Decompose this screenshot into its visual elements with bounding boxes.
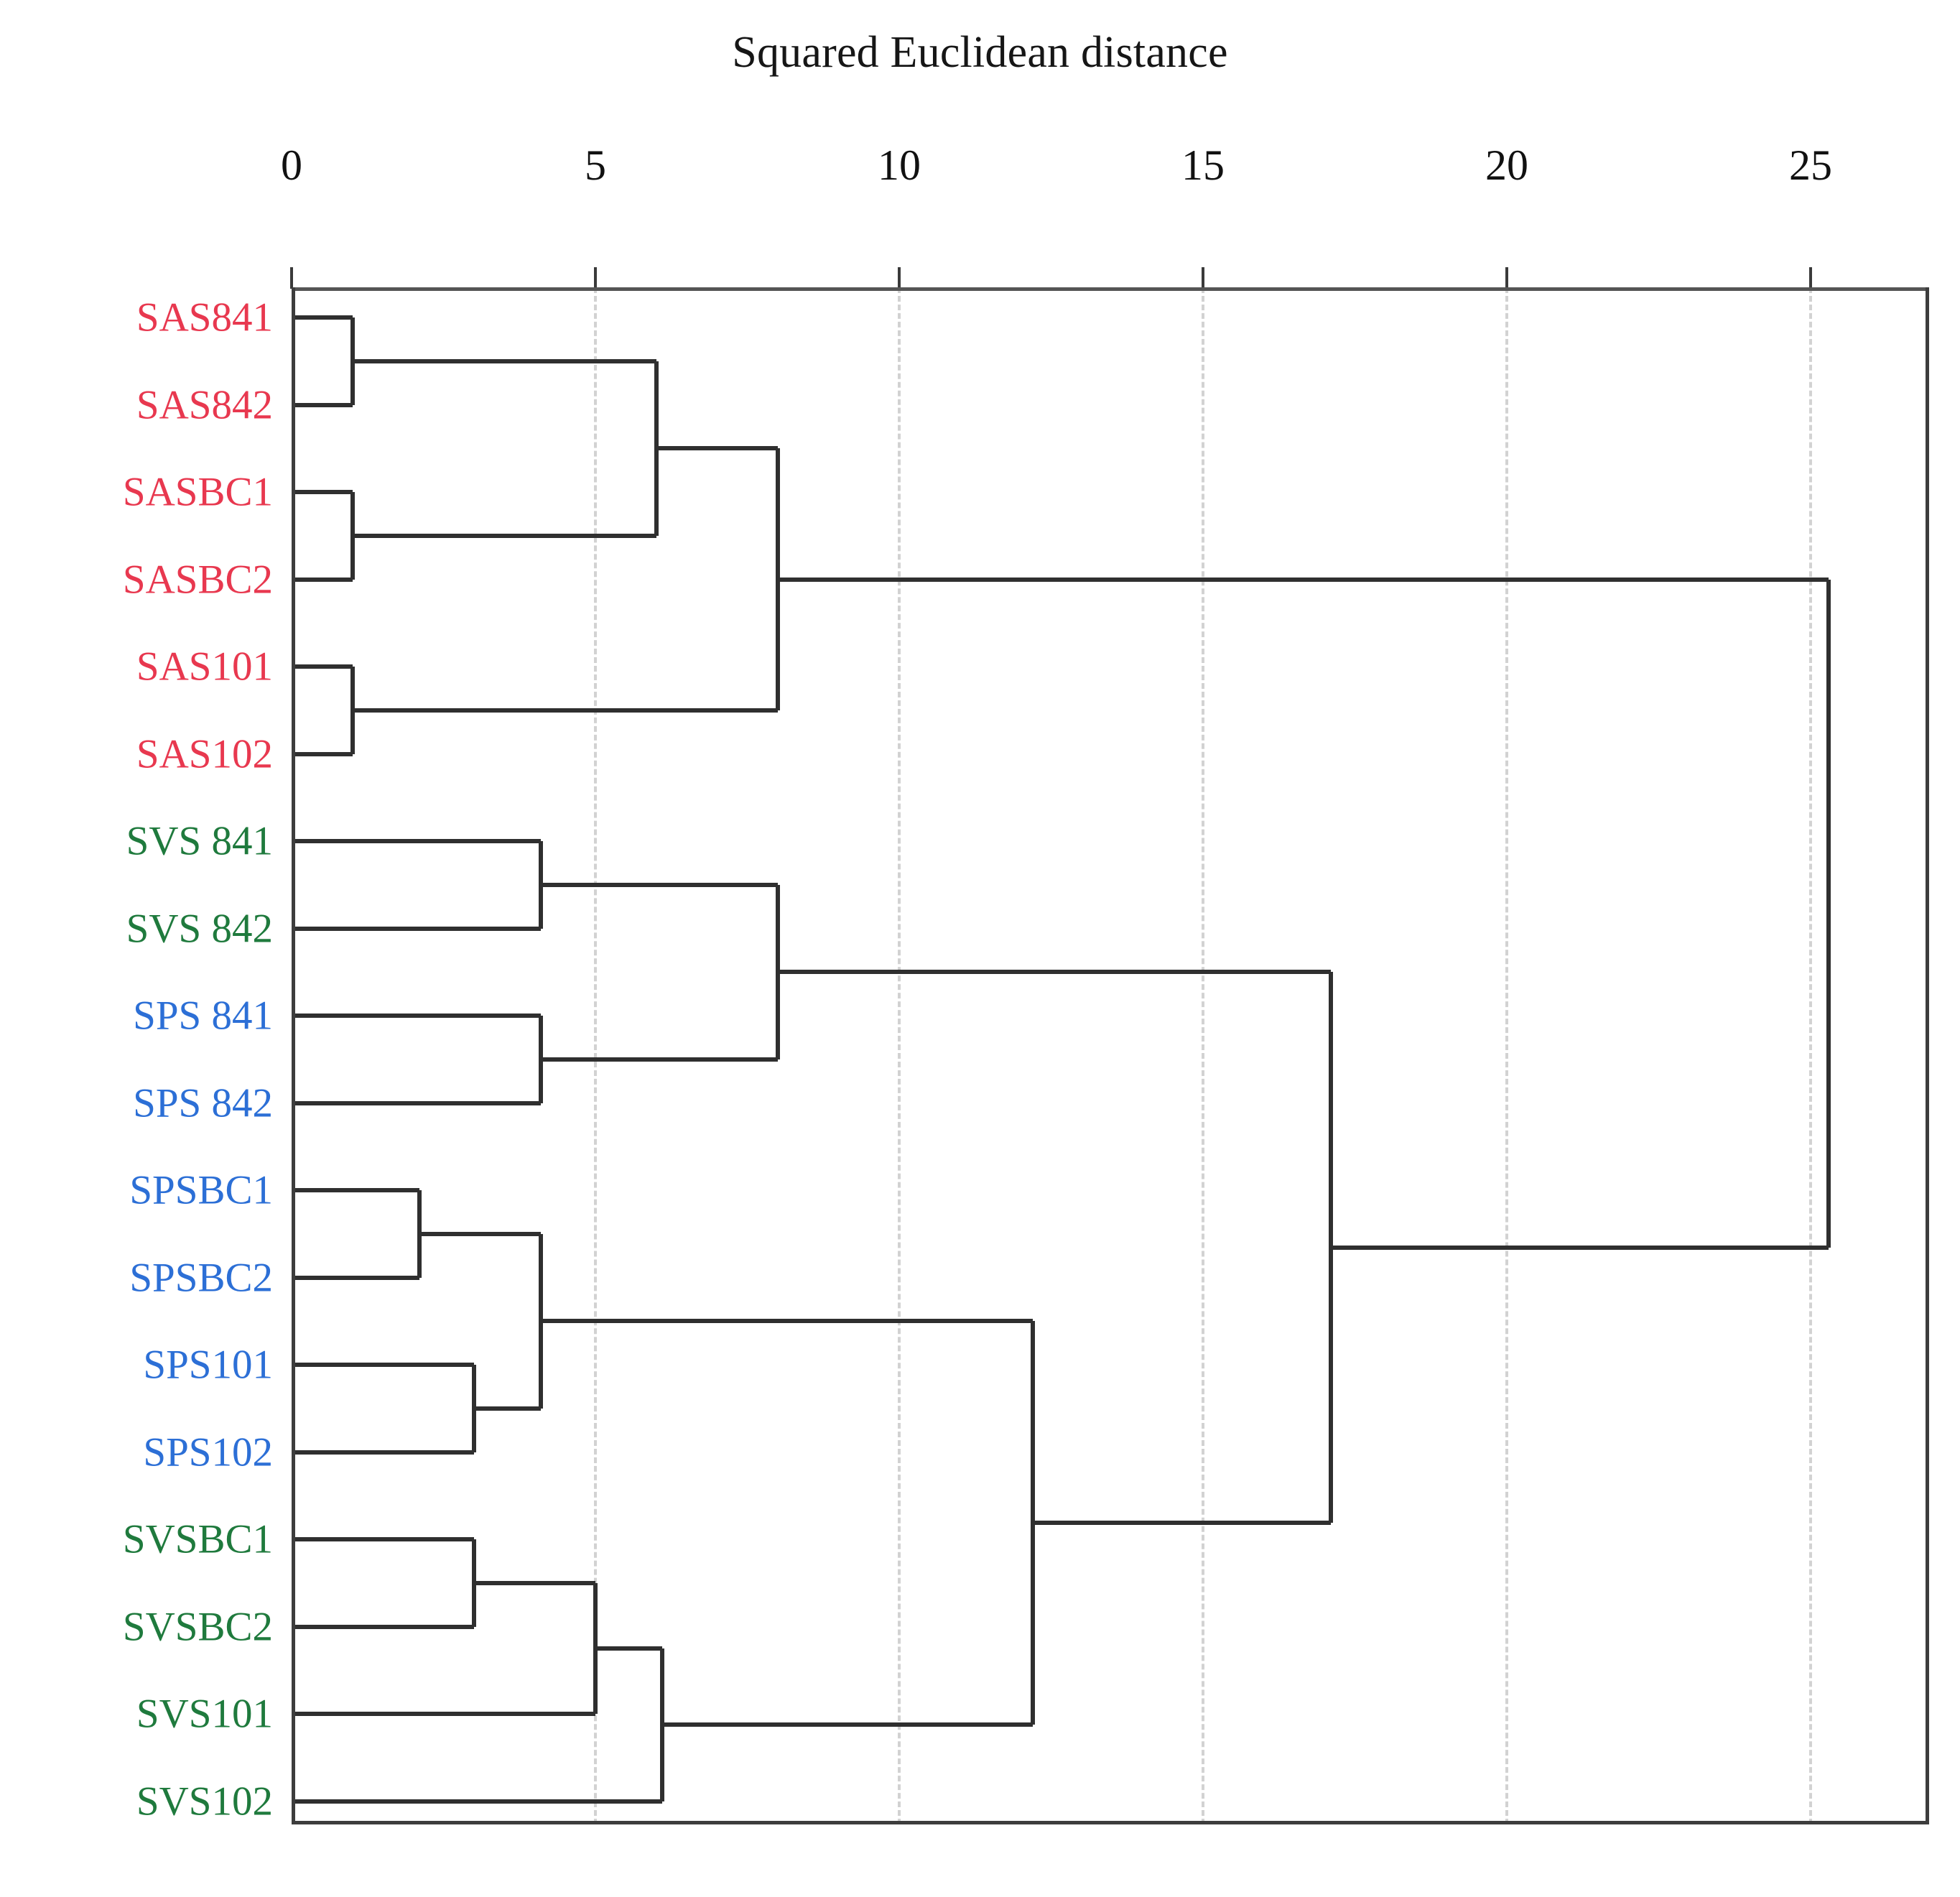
leaf-label-svsbc2: SVSBC2 (122, 1604, 273, 1649)
x-tick-label-25: 25 (1789, 142, 1832, 189)
leaf-label-sasbc2: SASBC2 (122, 557, 273, 602)
x-tick-label-15: 15 (1181, 142, 1225, 189)
link-arm-m10-a (292, 1363, 474, 1367)
leaf-label-spsbc1: SPSBC1 (129, 1167, 273, 1213)
leaf-label-svs102: SVS102 (136, 1778, 273, 1824)
link-arm-m8-b (540, 1057, 778, 1062)
link-arm-m13-b (292, 1712, 595, 1716)
chart-title: Squared Euclidean distance (732, 28, 1228, 77)
link-arm-m11-a (419, 1231, 541, 1236)
x-tick-mark-20 (1505, 267, 1508, 289)
link-arm-m4-b (352, 533, 656, 538)
leaf-label-svs-841: SVS 841 (126, 818, 273, 864)
x-tick-label-20: 20 (1485, 142, 1528, 189)
link-arm-m14-a (595, 1646, 663, 1651)
x-tick-label-10: 10 (878, 142, 921, 189)
leaf-label-sas101: SAS101 (136, 644, 273, 690)
leaf-label-svsbc1: SVSBC1 (122, 1516, 273, 1562)
link-arm-m12-b (292, 1624, 474, 1629)
link-arm-m16-b (1033, 1521, 1331, 1526)
link-arm-m17-b (1330, 1245, 1829, 1250)
x-tick-mark-5 (594, 267, 597, 289)
leaf-label-spsbc2: SPSBC2 (129, 1255, 273, 1300)
link-connector-m17 (1826, 579, 1831, 1248)
leaf-label-sas841: SAS841 (136, 294, 273, 340)
leaf-label-sasbc1: SASBC1 (122, 469, 273, 515)
link-arm-m17-a (777, 577, 1829, 582)
link-arm-m8-a (540, 882, 778, 887)
link-arm-m6-a (292, 839, 541, 843)
plot-border-right (1926, 287, 1929, 1824)
leaf-label-sps101: SPS101 (143, 1342, 273, 1388)
link-arm-m9-a (292, 1188, 419, 1192)
x-tick-mark-0 (290, 267, 293, 289)
link-arm-m6-b (292, 926, 541, 931)
x-tick-label-0: 0 (281, 142, 302, 189)
link-arm-m15-b (662, 1722, 1034, 1727)
link-arm-m7-b (292, 1100, 541, 1105)
link-arm-m13-a (473, 1580, 595, 1585)
leaf-label-sas842: SAS842 (136, 382, 273, 427)
plot-border-top (292, 287, 1929, 291)
leaf-label-sps-842: SPS 842 (133, 1080, 273, 1126)
link-arm-m10-b (292, 1450, 474, 1455)
leaf-label-svs-842: SVS 842 (126, 906, 273, 951)
link-arm-m1-a (292, 315, 353, 320)
link-arm-m15-a (540, 1319, 1034, 1324)
gridline-20 (1505, 287, 1508, 1824)
x-tick-label-5: 5 (585, 142, 606, 189)
link-arm-m5-a (656, 446, 778, 451)
gridline-15 (1202, 287, 1204, 1824)
leaf-label-sps102: SPS102 (143, 1429, 273, 1475)
link-arm-m1-b (292, 402, 353, 407)
x-tick-mark-10 (898, 267, 901, 289)
gridline-25 (1809, 287, 1812, 1824)
link-arm-m16-a (777, 970, 1331, 975)
link-arm-m5-b (352, 708, 778, 713)
link-arm-m3-a (292, 664, 353, 669)
plot-area (290, 267, 1929, 1824)
x-tick-mark-15 (1202, 267, 1204, 289)
link-arm-m2-a (292, 490, 353, 494)
x-tick-mark-25 (1809, 267, 1812, 289)
leaf-label-sas102: SAS102 (136, 731, 273, 776)
plot-border-left (292, 287, 295, 1824)
plot-border-bottom (292, 1821, 1929, 1824)
link-arm-m7-a (292, 1014, 541, 1018)
link-arm-m9-b (292, 1275, 419, 1280)
link-arm-m4-a (352, 358, 656, 363)
gridline-5 (594, 287, 597, 1824)
link-arm-m2-b (292, 577, 353, 582)
leaf-label-sps-841: SPS 841 (133, 993, 273, 1039)
link-arm-m12-a (292, 1537, 474, 1541)
link-arm-m3-b (292, 751, 353, 756)
leaf-label-svs101: SVS101 (136, 1691, 273, 1737)
gridline-10 (898, 287, 901, 1824)
link-arm-m11-b (473, 1406, 541, 1411)
link-arm-m14-b (292, 1799, 663, 1804)
